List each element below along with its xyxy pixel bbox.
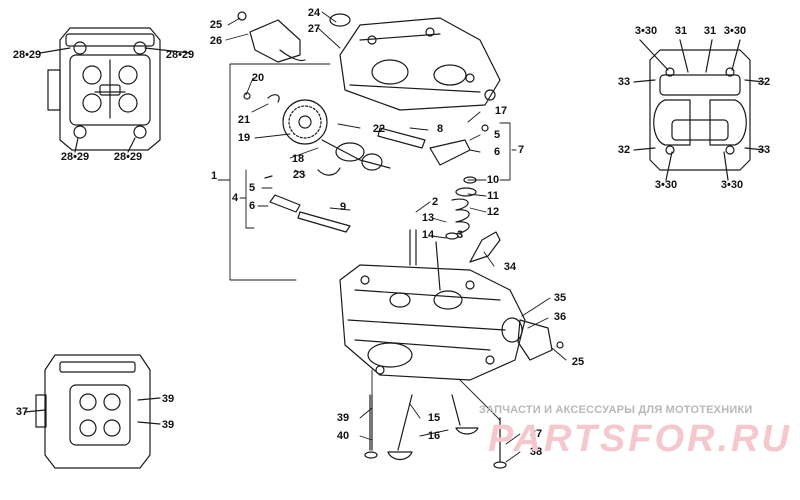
- label-20: 20: [251, 72, 265, 84]
- label-3-30-tr-c: 3•30: [654, 179, 678, 191]
- label-17: 17: [494, 105, 508, 117]
- watermark-logo: PARTSFOR.RU: [488, 418, 792, 460]
- label-32-tr-a: 32: [757, 76, 771, 88]
- breather-parts: [237, 11, 351, 63]
- label-39-main: 39: [336, 412, 350, 424]
- label-34: 34: [503, 261, 517, 273]
- label-25-bottom: 25: [571, 356, 585, 368]
- callout-lines: [217, 11, 567, 463]
- label-36: 36: [553, 311, 567, 323]
- label-39-bl-b: 39: [161, 419, 175, 431]
- label-38: 38: [529, 446, 543, 458]
- label-9: 9: [339, 201, 347, 213]
- valve-cover: [339, 17, 501, 111]
- inset-head-bottom-view: [24, 354, 161, 469]
- label-10: 10: [486, 174, 500, 186]
- label-3-30-tr-b: 3•30: [723, 25, 747, 37]
- label-11: 11: [487, 190, 499, 202]
- watermark-caption: ЗАПЧАСТИ И АКСЕССУАРЫ ДЛЯ МОТОТЕХНИКИ: [479, 404, 753, 416]
- label-23: 23: [292, 169, 306, 181]
- label-25-top: 25: [209, 19, 223, 31]
- label-37-main: 37: [529, 428, 543, 440]
- inset-valve-cover-view: [633, 39, 765, 181]
- label-8: 8: [436, 123, 444, 135]
- label-3-30-tr-a: 3•30: [634, 25, 658, 37]
- label-35: 35: [553, 292, 567, 304]
- label-22: 22: [372, 123, 386, 135]
- label-5-upper: 5: [493, 129, 501, 141]
- label-18: 18: [291, 153, 305, 165]
- cylinder-head: [339, 229, 526, 381]
- valve-spring-assembly: [445, 176, 477, 240]
- spark-plug: [469, 231, 501, 263]
- label-33-tr-b: 33: [757, 144, 771, 156]
- cam-gear: [243, 92, 391, 176]
- label-16: 16: [427, 430, 441, 442]
- label-1: 1: [210, 170, 218, 182]
- label-2: 2: [431, 196, 439, 208]
- label-5-lower: 5: [248, 182, 256, 194]
- label-3-30-tr-d: 3•30: [720, 179, 744, 191]
- label-15: 15: [427, 412, 441, 424]
- label-28-29-tl-left: 28•29: [12, 49, 42, 61]
- label-6-upper: 6: [493, 146, 501, 158]
- label-37-bl: 37: [15, 406, 29, 418]
- label-27: 27: [307, 23, 321, 35]
- label-6-lower: 6: [248, 200, 256, 212]
- label-28-29-tl-right: 28•29: [165, 49, 195, 61]
- label-39-bl-a: 39: [161, 393, 175, 405]
- label-33-tr-a: 33: [617, 76, 631, 88]
- label-32-tr-b: 32: [617, 144, 631, 156]
- label-21: 21: [237, 114, 251, 126]
- label-31-tr-b: 31: [703, 25, 717, 37]
- label-26: 26: [209, 35, 223, 47]
- label-12: 12: [486, 206, 500, 218]
- label-3: 3: [456, 229, 464, 241]
- label-4: 4: [231, 192, 239, 204]
- label-14: 14: [421, 229, 435, 241]
- label-19: 19: [237, 132, 251, 144]
- label-7: 7: [517, 144, 525, 156]
- valves-and-studs: [364, 394, 507, 469]
- label-24: 24: [307, 7, 321, 19]
- inset-head-top-view: [39, 27, 191, 153]
- rocker-assembly: [264, 124, 489, 233]
- label-40: 40: [336, 430, 350, 442]
- label-31-tr-a: 31: [674, 25, 688, 37]
- label-13: 13: [421, 212, 435, 224]
- label-28-29-bl-right: 28•29: [113, 151, 143, 163]
- label-28-29-bl-left: 28•29: [60, 151, 90, 163]
- water-outlet: [501, 317, 564, 361]
